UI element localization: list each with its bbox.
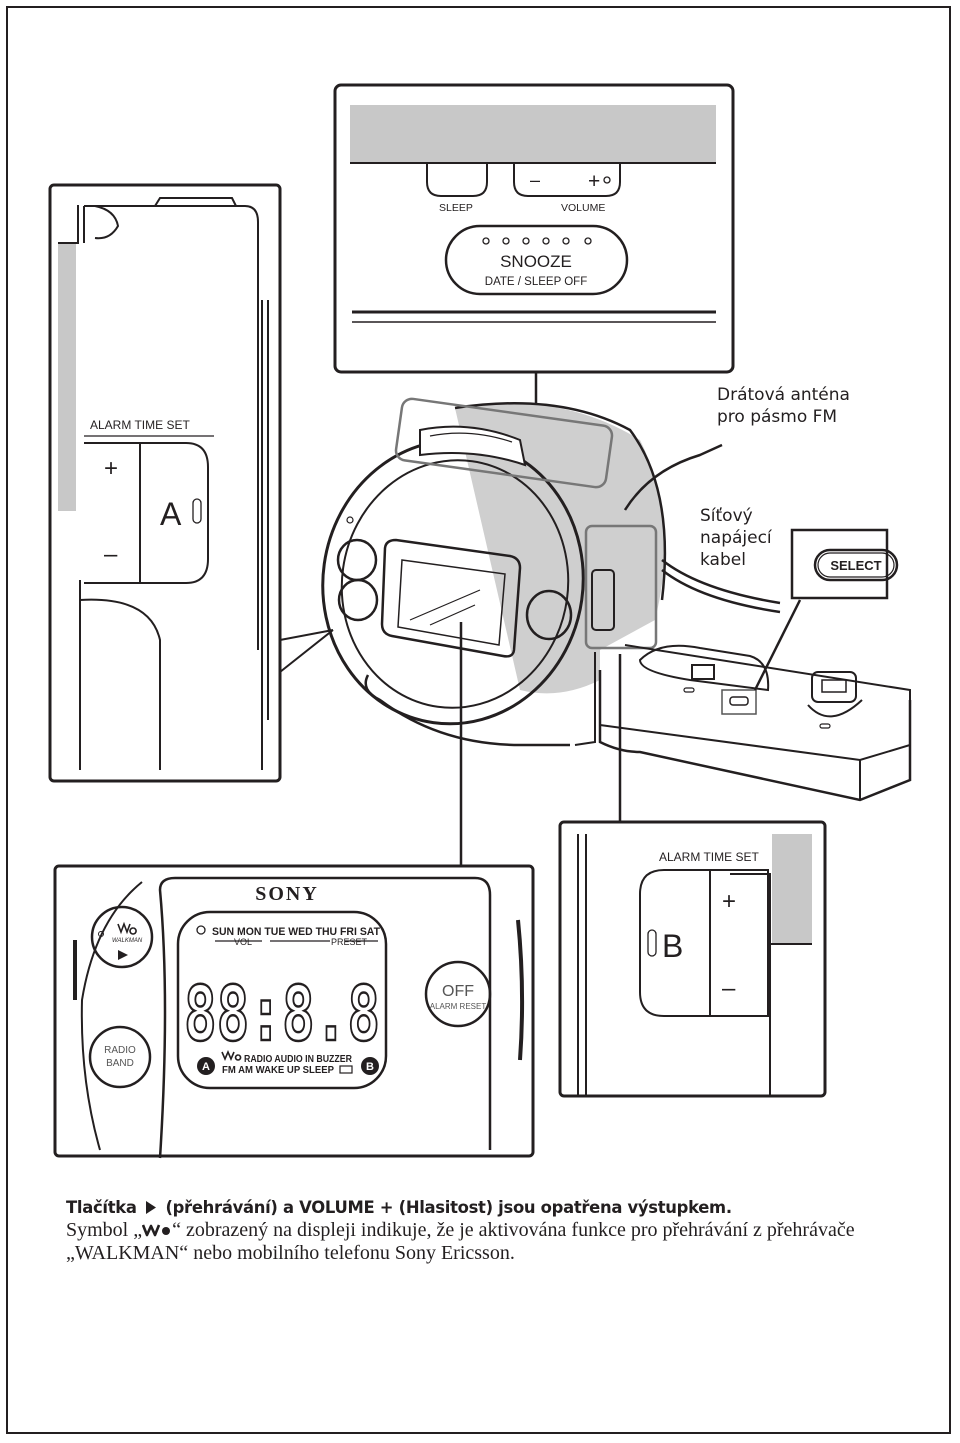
play-icon	[146, 1201, 157, 1214]
power-cord-callout: Síťový napájecí kabel	[700, 505, 800, 571]
lcd-alarm-a: A	[202, 1061, 210, 1073]
power-cord-callout-line1: Síťový	[700, 506, 753, 526]
volume-label: VOLUME	[561, 202, 605, 214]
antenna-callout: Drátová anténa pro pásmo FM	[717, 384, 917, 428]
alarm-time-set-label-a: ALARM TIME SET	[90, 418, 190, 432]
off-label: OFF	[442, 983, 474, 1000]
alarm-a-button[interactable]	[140, 442, 209, 584]
caption-line-1-after: (přehrávání) a VOLUME + (Hlasitost) jsou…	[165, 1198, 732, 1217]
caption-line-1: Tlačítka (přehrávání) a VOLUME + (Hlasit…	[66, 1196, 946, 1219]
top-buttons-detail	[333, 83, 735, 432]
alarm-b-detail	[558, 820, 827, 1098]
caption: Tlačítka (přehrávání) a VOLUME + (Hlasit…	[66, 1196, 946, 1265]
walkman-icon	[117, 921, 137, 935]
radio-band-button[interactable]	[88, 1025, 152, 1089]
caption-line-2-before: Symbol „	[66, 1219, 143, 1241]
select-callout	[790, 528, 899, 600]
caption-line-3: „WALKMAN“ nebo mobilního telefonu Sony E…	[66, 1242, 515, 1264]
alarm-b-button[interactable]	[639, 869, 711, 1017]
snooze-sub-label: DATE / SLEEP OFF	[485, 276, 587, 288]
antenna-callout-line2: pro pásmo FM	[717, 407, 838, 427]
alarm-a-minus: –	[104, 541, 118, 568]
sleep-button[interactable]	[426, 163, 488, 197]
alarm-a-detail	[48, 183, 334, 783]
walkman-label: WALKMAN	[112, 938, 143, 944]
caption-line-1-before: Tlačítka	[66, 1198, 137, 1217]
sony-logo: SONY	[255, 883, 319, 905]
alarm-b-plus: +	[722, 888, 736, 915]
antenna-callout-line1: Drátová anténa	[717, 385, 850, 405]
power-cord-callout-line2: napájecí	[700, 528, 772, 548]
alarm-off-button[interactable]	[424, 960, 492, 1028]
alarm-b-plus-minus-button[interactable]	[710, 869, 769, 1017]
sleep-label: SLEEP	[439, 202, 473, 214]
alarm-reset-label: ALARM RESET	[430, 1002, 487, 1011]
lcd-alarm-b: B	[366, 1061, 374, 1073]
volume-minus-label: –	[530, 170, 540, 190]
clock-body	[321, 397, 781, 866]
dock-base	[598, 599, 912, 802]
radio-band-label-2: BAND	[106, 1058, 134, 1069]
lcd-indicator-row2: FM AM WAKE UP SLEEP	[222, 1065, 334, 1076]
walkman-play-button[interactable]	[90, 905, 154, 969]
select-label: SELECT	[830, 558, 881, 573]
caption-line-2: Symbol „ “ zobrazený na displeji indikuje…	[66, 1219, 946, 1242]
alarm-b-letter: B	[662, 928, 683, 964]
walkman-icon	[142, 1224, 171, 1237]
walkman-icon	[221, 1049, 242, 1062]
volume-plus-label: +	[588, 170, 600, 193]
lcd-clock-digits: 88:8.8	[184, 969, 380, 1058]
lcd-display	[176, 910, 388, 1090]
volume-button[interactable]	[513, 163, 621, 197]
alarm-a-plus: +	[104, 455, 118, 482]
lcd-days: SUN MON TUE WED THU FRI SAT	[212, 926, 380, 938]
power-cord-callout-line3: kabel	[700, 550, 746, 570]
snooze-button[interactable]	[444, 224, 629, 296]
radio-band-label-1: RADIO	[104, 1045, 136, 1056]
lcd-indicator-row1: RADIO AUDIO IN BUZZER	[244, 1054, 353, 1065]
front-panel-detail	[53, 864, 535, 1159]
page-frame	[6, 6, 951, 1434]
lcd-preset-label: PRESET	[331, 937, 368, 947]
select-button[interactable]	[813, 548, 899, 582]
snooze-label: SNOOZE	[500, 252, 572, 271]
lcd-vol-label: VOL	[234, 937, 252, 947]
alarm-a-plus-minus-button[interactable]	[84, 442, 141, 584]
caption-line-2-after: “ zobrazený na displeji indikuje, že je …	[172, 1219, 855, 1241]
alarm-time-set-label-b: ALARM TIME SET	[659, 850, 759, 864]
alarm-b-minus: –	[722, 975, 736, 1002]
alarm-a-letter: A	[160, 496, 182, 532]
